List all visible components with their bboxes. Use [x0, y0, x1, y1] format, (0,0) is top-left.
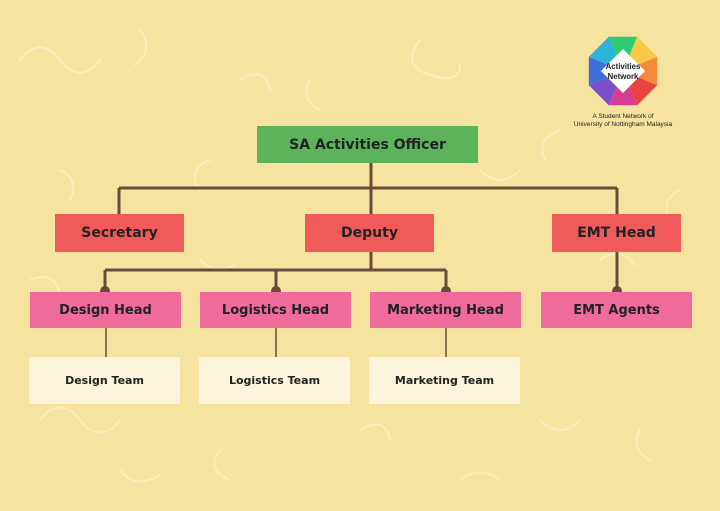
deputy-box: Deputy: [305, 214, 434, 252]
logo-text-line2: Network: [608, 72, 639, 81]
logistics-team-box: Logistics Team: [199, 357, 350, 404]
secretary-box: Secretary: [55, 214, 184, 252]
logo-caption-line1: A Student Network of: [592, 113, 654, 120]
marketing-head-box: Marketing Head: [370, 292, 521, 328]
emt-head-box: EMT Head: [552, 214, 681, 252]
logistics-head-box: Logistics Head: [200, 292, 351, 328]
marketing-team-box: Marketing Team: [369, 357, 520, 404]
sa-activities-officer-box: SA Activities Officer: [257, 126, 478, 163]
design-head-box: Design Head: [30, 292, 181, 328]
logo-caption: A Student Network of University of Notti…: [563, 113, 683, 129]
emt-agents-box: EMT Agents: [541, 292, 692, 328]
design-team-box: Design Team: [29, 357, 180, 404]
activities-network-logo: Activities Network: [588, 36, 658, 106]
logo-text-line1: Activities: [606, 62, 641, 71]
logo-caption-line2: University of Nottingham Malaysia: [573, 121, 673, 128]
